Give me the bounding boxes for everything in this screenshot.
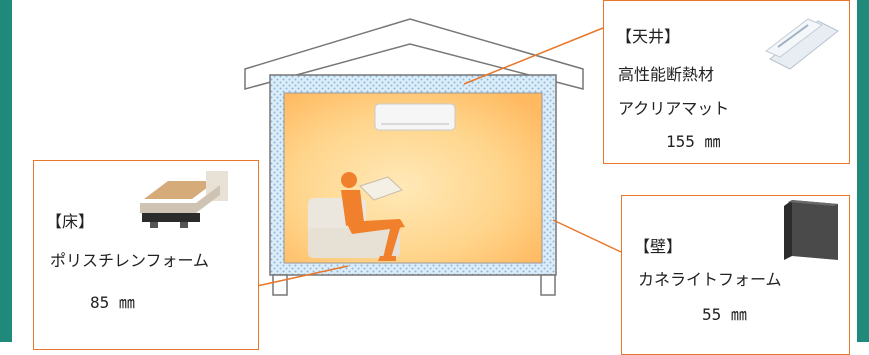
foundation-right [541,275,555,295]
ceiling-material: 高性能断熱材 [618,61,714,85]
wall-heading: 【壁】 [634,233,682,257]
floor-heading: 【床】 [46,208,94,232]
floor-material: ポリスチレンフォーム [50,247,209,271]
air-conditioner-icon [375,104,455,130]
foundation-left [273,275,287,295]
ceiling-thickness: 155 ㎜ [666,128,721,152]
wall-callout: 【壁】 カネライトフォーム 55 ㎜ [621,195,850,355]
wall-material: カネライトフォーム [638,266,782,290]
wall-insulation-photo [778,198,842,262]
floor-thickness: 85 ㎜ [90,289,135,313]
ceiling-heading: 【天井】 [616,23,680,47]
wall-thickness: 55 ㎜ [702,301,747,325]
ceiling-insulation-photo [764,17,844,73]
ceiling-product: アクリアマット [618,95,729,119]
ceiling-callout: 【天井】 高性能断熱材 アクリアマット 155 ㎜ [603,0,850,164]
floor-callout: 【床】 ポリスチレンフォーム 85 ㎜ [33,160,259,350]
wall-leader-line [553,220,621,252]
floor-insulation-photo [132,167,236,229]
